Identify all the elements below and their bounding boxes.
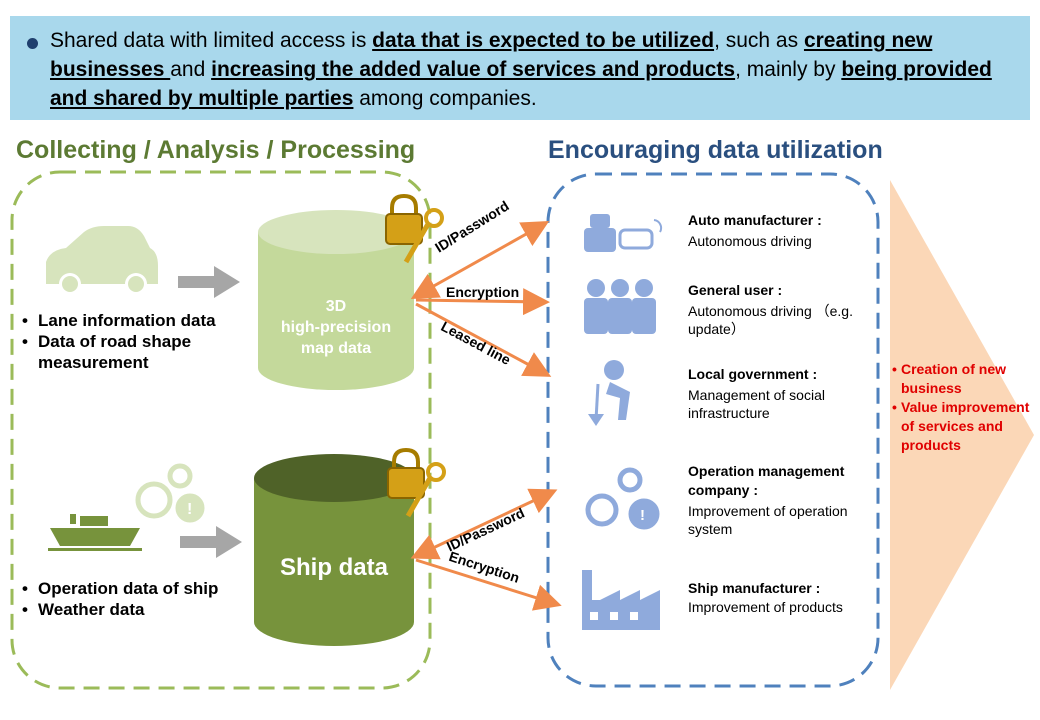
people-icon [584,279,656,334]
arrow-encryption-top [415,288,550,316]
cars-icon [584,214,663,252]
stakeholder-title: General user : [688,282,783,298]
list-item: Lane information data [22,310,252,331]
input-arrow-bottom [180,526,242,558]
stakeholder-desc: Improvement of operation system [688,503,848,537]
stakeholder-general-user: General user : Autonomous driving （e.g. … [688,282,858,338]
list-item: Weather data [22,599,252,620]
stakeholder-title: Ship manufacturer : [688,580,821,596]
gears-icon-left [135,463,205,523]
worker-icon [588,360,630,426]
alert-mark-2: ! [640,507,645,524]
stakeholder-desc: Improvement of products [688,599,843,615]
stakeholder-title: Local government : [688,366,818,382]
input-arrow-top [178,266,240,298]
ship-icon [48,514,142,551]
stakeholder-ship-manufacturer: Ship manufacturer : Improvement of produ… [688,580,874,616]
stakeholder-title: Operation management company : [688,463,845,498]
map-data-cylinder [258,210,414,390]
stakeholder-operation-management: Operation management company : Improveme… [688,462,874,538]
collection-region [10,170,432,690]
alert-mark: ! [187,501,192,518]
ship-data-sources: Operation data of ship Weather data [22,578,252,620]
outcomes-list: •Creation of new business •Value improve… [892,360,1032,455]
arrow-encryption-bottom [415,558,562,611]
right-heading: Encouraging data utilization [548,136,883,164]
outcome-panel [890,180,1034,690]
left-heading: Collecting / Analysis / Processing [16,136,416,164]
stakeholder-local-government: Local government : Management of social … [688,366,868,422]
ship-data-label: Ship data [279,554,388,581]
arrow-id-password-bottom [410,488,558,560]
factory-icon [582,570,660,630]
ship-data-cylinder [254,454,414,646]
car-icon [46,226,158,295]
list-item: Operation data of ship [22,578,252,599]
map-data-label: 3D high-precision map data [280,298,392,357]
map-data-sources: Lane information data Data of road shape… [22,310,252,373]
gears-icon [585,467,660,530]
stakeholder-auto-manufacturer: Auto manufacturer : Autonomous driving [688,212,878,250]
stakeholder-desc: Management of social infrastructure [688,387,825,421]
arrow-leased-line [415,302,552,377]
stakeholder-title: Auto manufacturer : [688,212,822,228]
summary-banner: Shared data with limited access is data … [10,16,1030,120]
arrow-id-password-top [410,221,550,299]
outcome-item: •Creation of new business [892,361,1007,396]
list-item: Data of road shape measurement [22,331,252,373]
arrow-label-encryption-top: Encryption [446,284,520,300]
outcome-item: •Value improvement of services and produ… [892,399,1030,453]
stakeholder-desc: Autonomous driving （e.g. update） [688,303,853,337]
banner-text: Shared data with limited access is data … [50,29,992,110]
stakeholder-desc: Autonomous driving [688,233,812,249]
bullet-dot [27,38,38,49]
